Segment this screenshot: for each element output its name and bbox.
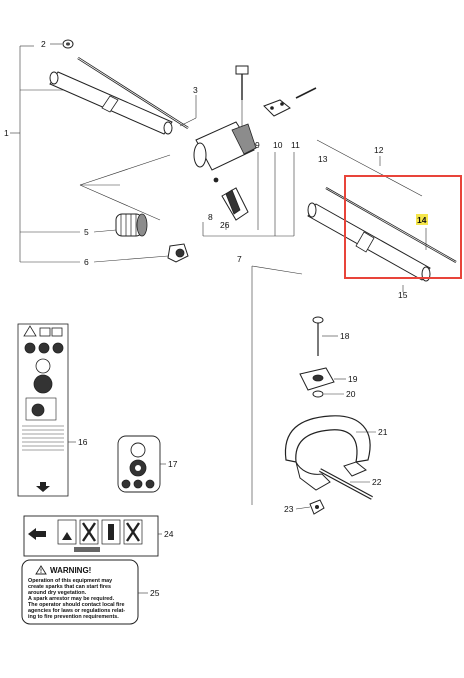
- callout-10[interactable]: 10: [273, 140, 283, 150]
- warning-line-1: Operation of this equipment may: [28, 578, 112, 584]
- svg-text:!: !: [40, 569, 42, 575]
- callout-11[interactable]: 11: [291, 140, 300, 150]
- warning-line-3: around dry vegetation.: [28, 590, 87, 596]
- warning-line-4: A spark arrestor may be required.: [28, 596, 115, 602]
- left-shaft-group: [10, 39, 197, 263]
- warning-line-5: The operator should contact local fire: [28, 602, 124, 608]
- handle-group: [284, 316, 376, 515]
- callout-21[interactable]: 21: [378, 427, 388, 437]
- grommet-part[interactable]: [115, 213, 148, 237]
- decal-16: [17, 323, 76, 497]
- callout-17[interactable]: 17: [168, 459, 178, 469]
- callout-2[interactable]: 2: [41, 39, 46, 49]
- handle-bolt-part[interactable]: [312, 316, 324, 324]
- callout-7[interactable]: 7: [237, 254, 242, 264]
- decal-24: [23, 515, 162, 557]
- bolt-part[interactable]: [263, 99, 291, 117]
- callout-22[interactable]: 22: [372, 477, 382, 487]
- warning-title: WARNING!: [50, 566, 91, 575]
- warning-line-2: create sparks that can start fires: [28, 584, 111, 590]
- warning-decal: ! WARNING! Operation of this equipment m…: [21, 559, 148, 625]
- callout-19[interactable]: 19: [348, 374, 358, 384]
- loop-handle-part[interactable]: [284, 415, 371, 463]
- highlight-label-bg: [416, 214, 428, 225]
- warning-triangle-icon: [35, 565, 47, 575]
- callout-3[interactable]: 3: [193, 85, 198, 95]
- callout-13[interactable]: 13: [318, 154, 328, 164]
- callout-8[interactable]: 8: [208, 212, 213, 222]
- center-clamp-group: [193, 65, 317, 237]
- callout-20[interactable]: 20: [346, 389, 356, 399]
- callout-9[interactable]: 9: [255, 140, 260, 150]
- down-arrow-icon: [36, 482, 50, 492]
- clamp-body-part[interactable]: [193, 121, 257, 171]
- callout-6[interactable]: 6: [84, 257, 89, 267]
- decal-17: [117, 435, 166, 493]
- callout-16[interactable]: 16: [78, 437, 88, 447]
- callout-18[interactable]: 18: [340, 331, 350, 341]
- callout-26[interactable]: 26: [220, 220, 230, 230]
- handle-washer-part[interactable]: [312, 390, 324, 398]
- callout-15[interactable]: 15: [398, 290, 408, 300]
- left-arrow-icon: [28, 528, 46, 540]
- bracket-part[interactable]: [213, 177, 249, 221]
- callout-25[interactable]: 25: [150, 588, 160, 598]
- callout-1[interactable]: 1: [4, 128, 9, 138]
- callout-14[interactable]: 14: [417, 215, 427, 225]
- warning-line-7: ing to fire prevention requirements.: [28, 614, 119, 620]
- highlight-box: [344, 175, 462, 279]
- right-shaft-group: [251, 139, 457, 505]
- screw-part[interactable]: [235, 65, 249, 75]
- callout-labels: 1 2 3 5 6 7 8 9 10 11 12 13 14 15 16 17 …: [4, 39, 427, 598]
- callout-5[interactable]: 5: [84, 227, 89, 237]
- callout-12[interactable]: 12: [374, 145, 384, 155]
- callout-24[interactable]: 24: [164, 529, 174, 539]
- warning-line-6: agencies for laws or regulations relat-: [28, 608, 125, 614]
- nut-part[interactable]: [167, 243, 189, 263]
- callout-23[interactable]: 23: [284, 504, 294, 514]
